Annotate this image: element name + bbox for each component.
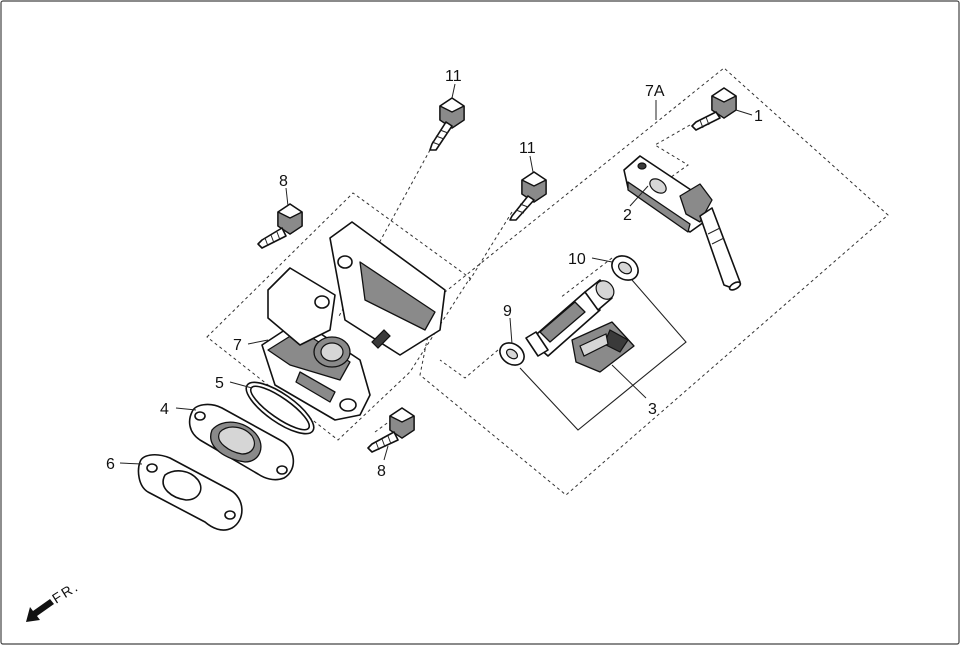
callout-11-left: 11 (445, 68, 462, 85)
callout-9: 9 (503, 303, 512, 320)
leader-1 (735, 109, 753, 116)
guide-line-injector-bottom (439, 349, 499, 379)
callout-7a: 7A (645, 83, 665, 100)
part-8-bolt-upper (257, 203, 303, 249)
guide-line-bolt-11-right (467, 211, 513, 284)
part-4-insulator (188, 403, 295, 481)
group-7-outline (206, 192, 471, 441)
part-11-bolt-left (429, 97, 465, 151)
part-8-bolt-lower (367, 407, 415, 453)
part-1-bolt (691, 87, 737, 131)
callout-1: 1 (754, 108, 763, 125)
callout-7: 7 (233, 337, 242, 354)
bracket-part-3 (519, 279, 687, 431)
callout-4: 4 (160, 401, 169, 418)
leader-11b (529, 155, 534, 173)
leader-9 (509, 317, 513, 345)
leader-5 (229, 381, 253, 389)
group-7a-outline (419, 67, 889, 496)
front-direction-indicator: FR. (26, 578, 82, 622)
guide-line-injector-top (559, 257, 613, 299)
leader-2 (629, 185, 649, 207)
callout-2: 2 (623, 207, 632, 224)
guide-line-bolt-1 (654, 124, 691, 186)
leader-10 (591, 257, 613, 263)
callout-3: 3 (648, 401, 657, 418)
part-2-fuel-pipe (623, 155, 742, 291)
part-7-throttle-body (261, 221, 446, 421)
callout-10: 10 (568, 251, 586, 268)
part-3-fuel-injector (525, 279, 635, 373)
arrow-front-icon (26, 599, 54, 622)
leader-11a (451, 83, 456, 99)
leader-6 (119, 462, 143, 465)
part-11-bolt-right (509, 171, 547, 221)
leader-8a (285, 187, 289, 207)
part-9-o-ring (499, 342, 525, 366)
callout-6: 6 (106, 456, 115, 473)
callout-8-upper: 8 (279, 173, 288, 190)
front-label: FR. (49, 578, 82, 607)
leader-7 (247, 339, 269, 345)
part-10-o-ring (611, 255, 639, 281)
part-6-gasket (137, 453, 243, 531)
callout-11-right: 11 (519, 140, 536, 157)
guide-line-bolt-11-left (337, 149, 431, 319)
leader-4 (175, 407, 197, 411)
leader-8b (383, 445, 389, 461)
callout-5: 5 (215, 375, 224, 392)
leader-3 (611, 364, 647, 399)
callout-8-lower: 8 (377, 463, 386, 480)
